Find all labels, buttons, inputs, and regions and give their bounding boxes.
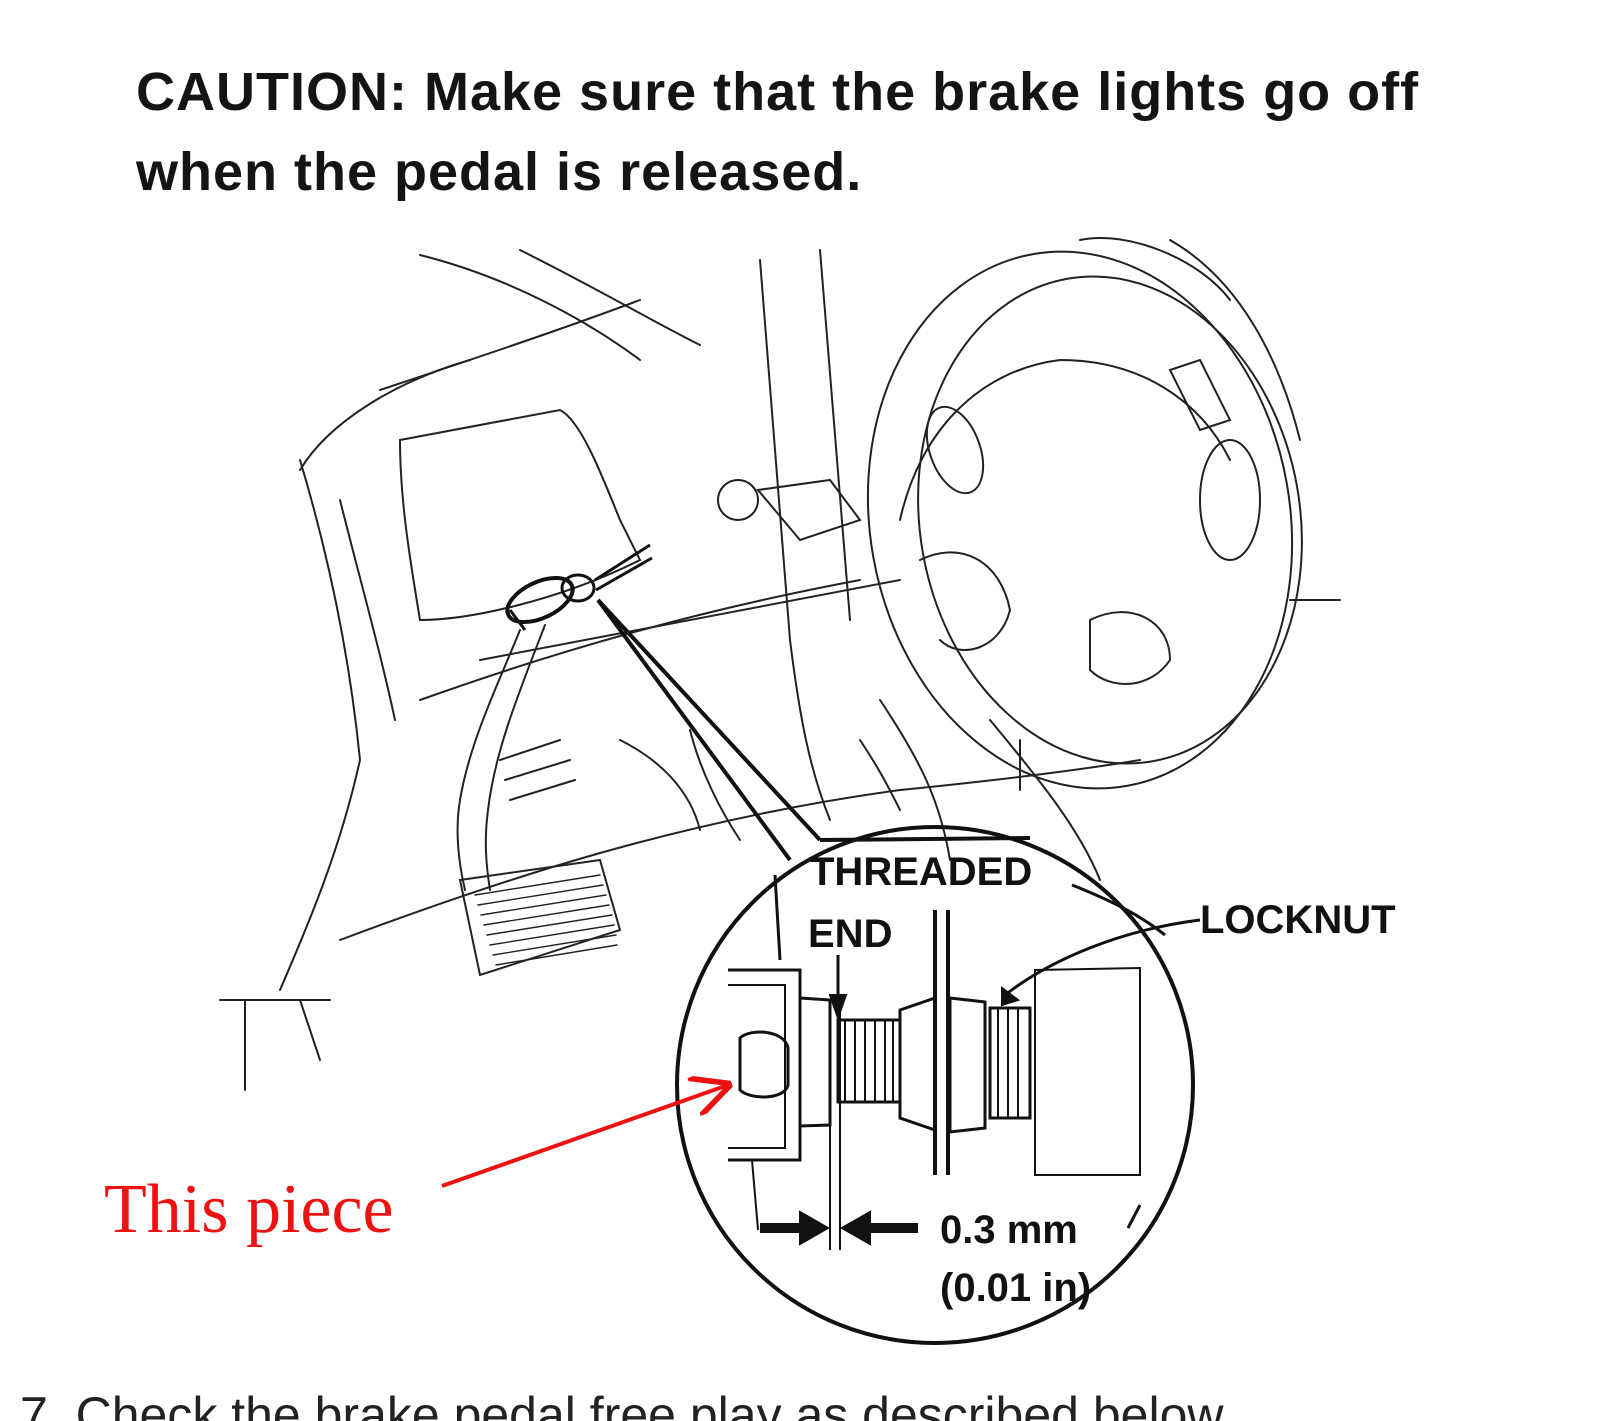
threaded-end-label-line1: THREADED [810,850,1033,894]
annotation-this-piece: This piece [104,1171,394,1248]
caution-note: CAUTION: Make sure that the brake lights… [136,52,1556,212]
magnified-detail [675,825,1201,1345]
brake-pedal [456,624,622,977]
zoom-leader-lines [596,598,1031,862]
footer-partial-text: 7. Check the brake pedal free play as de… [20,1387,1235,1421]
locknut-label: LOCKNUT [1200,898,1396,942]
dashboard-lineart [219,237,1341,1091]
gap-in-label: (0.01 in) [940,1266,1092,1310]
caution-line-2: when the pedal is released. [136,142,863,202]
threaded-end-label-line2: END [808,912,893,956]
gap-mm-label: 0.3 mm [940,1208,1078,1252]
caution-line-1: CAUTION: Make sure that the brake lights… [136,62,1420,122]
brake-light-switch [505,543,653,631]
annotation-arrow [441,1085,728,1188]
